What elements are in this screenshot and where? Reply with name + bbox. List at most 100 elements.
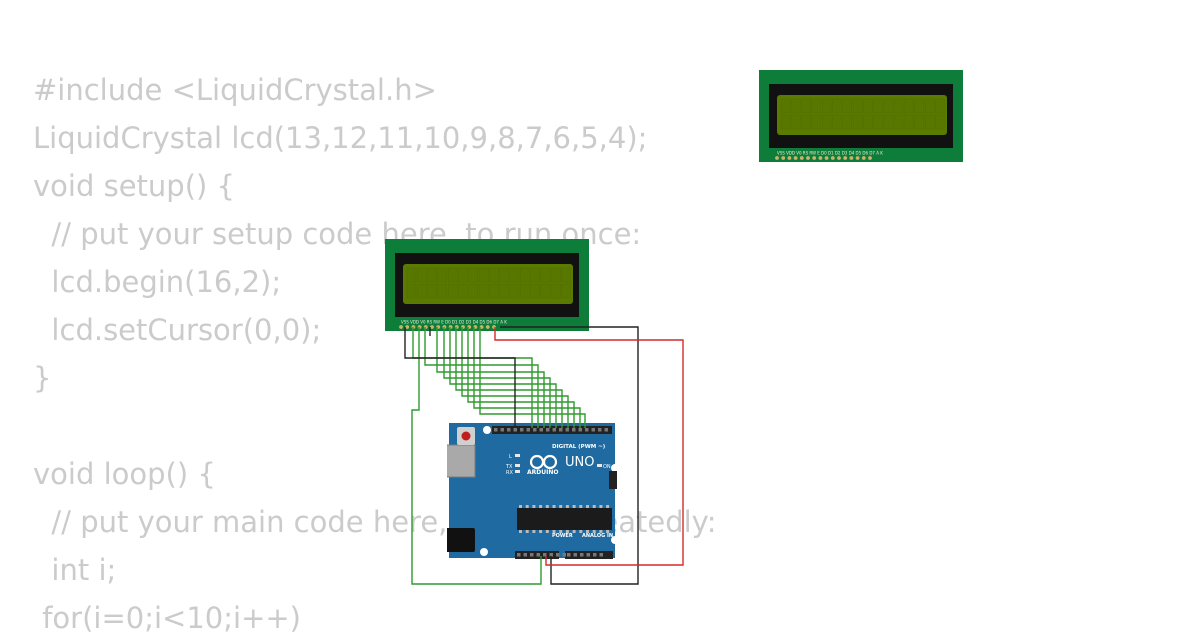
chip-pin bbox=[545, 530, 549, 533]
lcd-char-cell bbox=[530, 283, 540, 299]
lcd-char-cell bbox=[863, 98, 873, 114]
header-pin bbox=[567, 553, 571, 557]
analog-label: ANALOG IN bbox=[582, 533, 613, 539]
lcd-char-cell bbox=[935, 98, 945, 114]
lcd-char-cell bbox=[478, 267, 489, 283]
code-line: } bbox=[33, 361, 52, 395]
header-pin bbox=[604, 428, 608, 432]
power-header-pins bbox=[517, 553, 566, 557]
lcd-char-cell bbox=[924, 114, 935, 130]
lcd-char-cell bbox=[520, 267, 530, 283]
power-jack bbox=[447, 528, 475, 552]
power-label: POWER bbox=[552, 533, 573, 539]
lcd-pin bbox=[781, 156, 786, 160]
data-wire bbox=[436, 327, 545, 428]
data-wire bbox=[473, 327, 581, 428]
lcd-char-cell bbox=[561, 267, 571, 283]
data-wire bbox=[479, 327, 586, 428]
lcd-char-cell bbox=[894, 98, 904, 114]
header-pin bbox=[573, 553, 577, 557]
header-pin bbox=[549, 553, 553, 557]
lcd-character-grid bbox=[406, 267, 571, 299]
code-line: // put your setup code here, to run once… bbox=[33, 217, 642, 251]
chip-pin bbox=[586, 505, 589, 508]
lcd-char-cell bbox=[540, 283, 551, 299]
lcd-char-cell bbox=[509, 283, 520, 299]
chip-pin bbox=[599, 505, 603, 508]
lcd-char-cell bbox=[427, 283, 437, 299]
header-pin bbox=[572, 428, 576, 432]
header-pin bbox=[530, 553, 534, 557]
chip-pins bbox=[519, 505, 610, 533]
data-wire bbox=[443, 327, 551, 428]
lcd-pin bbox=[485, 325, 490, 329]
chip-pin bbox=[565, 530, 569, 533]
lcd-pin bbox=[775, 156, 779, 160]
chip-pin bbox=[565, 505, 569, 508]
header-pin bbox=[494, 428, 498, 432]
lcd-pin-header bbox=[775, 156, 872, 160]
header-pin bbox=[536, 553, 540, 557]
rx-led-label: RX bbox=[506, 470, 513, 476]
lcd-char-cell bbox=[894, 114, 904, 130]
lcd-char-cell bbox=[904, 98, 914, 114]
lcd-char-cell bbox=[489, 283, 499, 299]
data-wire bbox=[411, 327, 542, 585]
on-led bbox=[597, 464, 602, 467]
l-led-label: L bbox=[509, 454, 512, 460]
header-pin bbox=[507, 428, 511, 432]
lcd-char-cell bbox=[811, 114, 822, 130]
lcd-char-cell bbox=[780, 98, 791, 114]
chip-pin bbox=[559, 530, 563, 533]
arduino-infinity-logo bbox=[529, 454, 558, 470]
lcd-pin bbox=[430, 325, 434, 329]
chip-pin bbox=[539, 530, 543, 533]
chip-pin bbox=[599, 530, 603, 533]
chip-pin bbox=[525, 530, 529, 533]
chip-pin bbox=[519, 505, 522, 508]
lcd-pin bbox=[399, 325, 403, 329]
lcd-char-cell bbox=[842, 98, 853, 114]
lcd-char-cell bbox=[832, 98, 842, 114]
header-pin bbox=[591, 428, 595, 432]
reset-button-cap bbox=[461, 431, 471, 441]
lcd-char-cell bbox=[863, 114, 873, 130]
chip-pin bbox=[532, 530, 536, 533]
chip-pin bbox=[552, 530, 556, 533]
lcd-char-cell bbox=[791, 114, 801, 130]
mount-hole bbox=[480, 548, 488, 556]
usb-port bbox=[447, 444, 476, 478]
chip-pin bbox=[572, 530, 576, 533]
lcd-char-cell bbox=[499, 283, 509, 299]
header-pin bbox=[526, 428, 530, 432]
lcd-pin bbox=[861, 156, 866, 160]
header-pin bbox=[599, 553, 603, 557]
lcd-char-cell bbox=[780, 114, 791, 130]
lcd-char-cell bbox=[822, 98, 832, 114]
lcd-char-cell bbox=[935, 114, 945, 130]
header-pin bbox=[593, 553, 597, 557]
chip-pin bbox=[579, 505, 583, 508]
chip-pin bbox=[539, 505, 543, 508]
digital-label: DIGITAL (PWM ~) bbox=[552, 444, 606, 450]
header-pin bbox=[586, 553, 590, 557]
header-pin bbox=[585, 428, 589, 432]
data-wire bbox=[449, 327, 557, 428]
lcd-char-cell bbox=[437, 267, 448, 283]
arduino-uno-board: DIGITAL (PWM ~) L TX RX UNO ARDUINO ON P… bbox=[447, 423, 619, 559]
header-pin bbox=[598, 428, 602, 432]
lcd-pin bbox=[793, 156, 798, 160]
lcd-char-cell bbox=[458, 283, 468, 299]
header-pin bbox=[539, 428, 543, 432]
lcd-char-cell bbox=[437, 283, 448, 299]
lcd-char-cell bbox=[509, 267, 520, 283]
lcd-char-cell bbox=[801, 98, 811, 114]
header-pin bbox=[500, 428, 504, 432]
chip-pin bbox=[545, 505, 549, 508]
lcd-pin bbox=[806, 156, 810, 160]
lcd-char-cell bbox=[873, 114, 883, 130]
code-line: lcd.setCursor(0,0); bbox=[33, 313, 322, 347]
tx-led bbox=[515, 464, 520, 467]
code-line: lcd.begin(16,2); bbox=[33, 265, 282, 299]
lcd-char-cell bbox=[550, 283, 561, 299]
